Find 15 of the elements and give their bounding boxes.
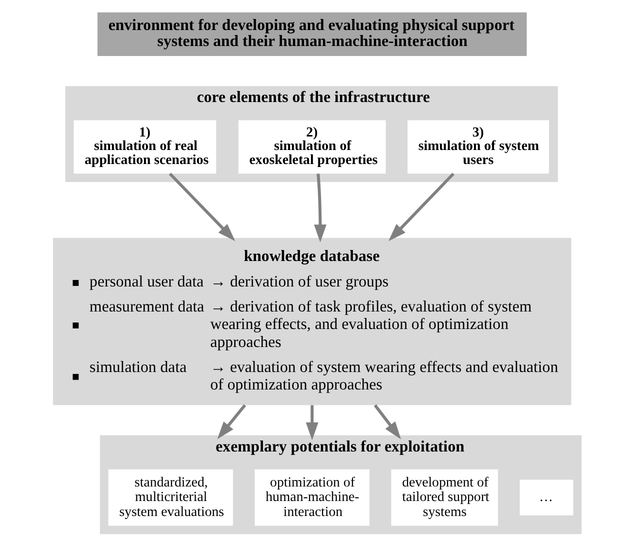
node-box: development of tailored support systems — [390, 469, 498, 526]
node-box: standardized, multicriterial system evaluations — [108, 469, 232, 526]
arrow — [216, 404, 246, 440]
arrow — [388, 172, 454, 242]
node-box: knowledge database personal user data → derivation of user groups measurement data → derivation of task profiles, evaluation of system wearing effects, and evaluation of optimization approaches simulation data → evaluation of system wearing effects and evaluation of optimization approaches — [52, 238, 571, 406]
node-box: optimization of human-machine-interaction — [254, 469, 369, 526]
node-box: 1) simulation of real application scenarios — [73, 120, 216, 174]
arrow — [168, 172, 235, 242]
node-box: 2) simulation of exoskeletal properties — [238, 120, 386, 174]
node-box: environment for developing and evaluating physical support systems and their human-machine-interaction — [96, 12, 526, 56]
node-box: … — [519, 480, 573, 516]
arrow — [305, 405, 318, 440]
arrow — [313, 174, 326, 242]
arrow — [373, 404, 401, 440]
node-box: 3) simulation of system users — [407, 120, 548, 174]
